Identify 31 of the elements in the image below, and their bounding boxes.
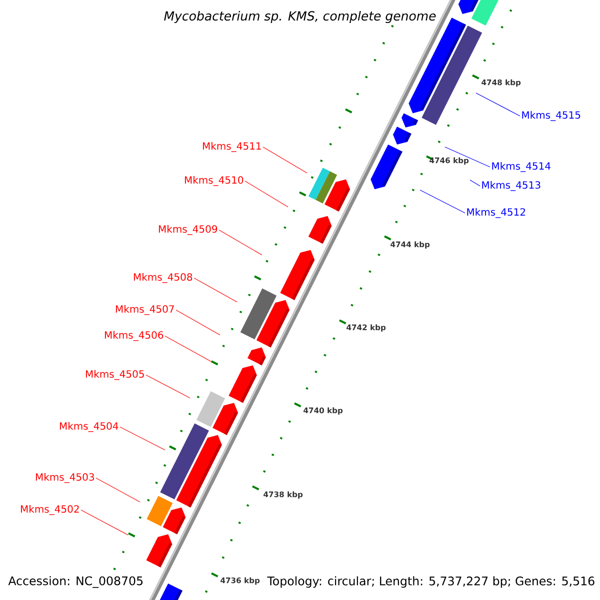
leader-line xyxy=(164,336,212,362)
gene-label: Mkms_4502 xyxy=(20,505,79,515)
leader-line xyxy=(80,510,128,536)
gene-label: Mkms_4509 xyxy=(158,225,218,235)
gene-label: Mkms_4508 xyxy=(134,273,192,283)
leader-line xyxy=(194,278,238,302)
gene-label: Mkms_4504 xyxy=(60,422,118,432)
gene-label: Mkms_4511 xyxy=(202,142,261,152)
leader-line xyxy=(262,146,308,174)
gene-label: Mkms_4513 xyxy=(482,181,540,191)
leader-line xyxy=(244,180,288,208)
leader-line xyxy=(476,92,520,116)
gene-label: Mkms_4514 xyxy=(492,162,550,172)
leader-line xyxy=(470,180,480,186)
gene-label: Mkms_4506 xyxy=(104,331,164,341)
gene-label: Mkms_4515 xyxy=(522,111,580,121)
leader-line xyxy=(420,190,466,214)
leader-line xyxy=(218,230,262,256)
leader-line xyxy=(444,146,490,168)
gene-label: Mkms_4512 xyxy=(467,208,526,218)
footer-text: Accession: NC_008705 xyxy=(8,576,143,588)
title: Mycobacterium sp. KMS, complete genome xyxy=(164,10,436,24)
gene-label: Mkms_4510 xyxy=(184,176,244,186)
leader-line xyxy=(120,426,166,450)
footer-text: Topology: circular; Length: 5,737,227 bp; Genes: 5,516 xyxy=(267,576,594,588)
gene-label: Mkms_4505 xyxy=(86,370,144,380)
gene-label: Mkms_4507 xyxy=(116,305,174,315)
leader-line xyxy=(96,478,140,502)
gene-label: Mkms_4503 xyxy=(36,473,94,483)
leader-line xyxy=(146,374,190,398)
leader-line xyxy=(176,310,220,336)
